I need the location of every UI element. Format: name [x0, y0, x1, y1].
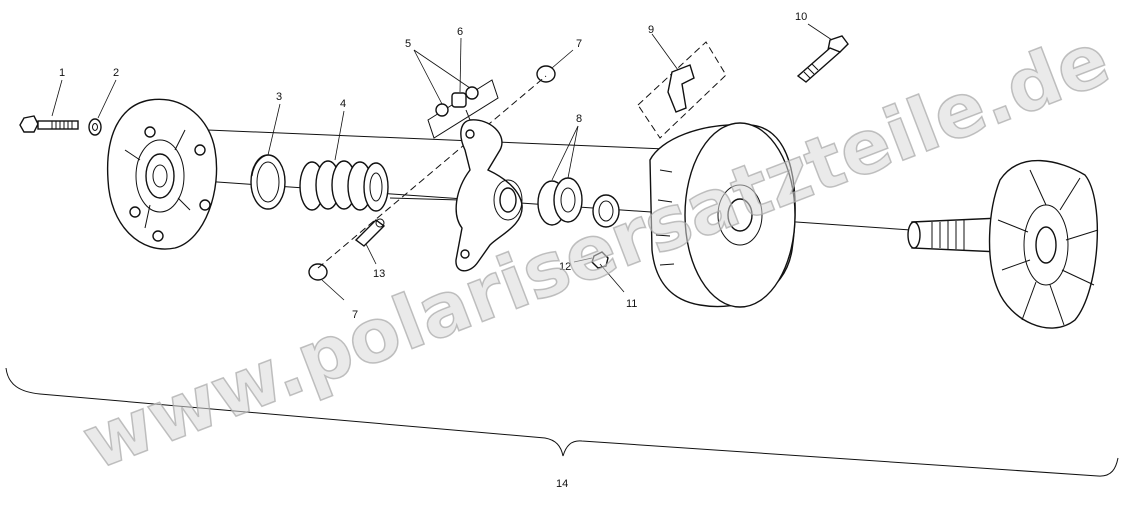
nut-part: [591, 251, 609, 269]
callout-2: 2: [113, 67, 119, 79]
end-cap-upper-part: [536, 65, 556, 83]
fixed-sheave-part: [907, 159, 1099, 329]
end-cap-lower-part: [308, 263, 328, 281]
callout-7-upper: 7: [576, 38, 582, 50]
callout-14: 14: [556, 478, 568, 490]
callout-labels: 1 2 3 4 5 6 7 7 8 9 10 11 12 13 14: [59, 11, 807, 490]
pin-dashed-axis: [317, 75, 547, 269]
callout-3: 3: [276, 91, 282, 103]
callout-4: 4: [340, 98, 346, 110]
cam-weight-part: [637, 41, 727, 139]
callout-8: 8: [576, 113, 582, 125]
roller-pin-part: [354, 218, 386, 247]
callout-5: 5: [405, 38, 411, 50]
bushing-ring-part: [250, 154, 286, 210]
movable-sheave-part: [649, 122, 796, 308]
callout-9: 9: [648, 24, 654, 36]
bushing-pair-part: [537, 177, 583, 226]
callout-7-lower: 7: [352, 309, 358, 321]
spider-part: [455, 119, 523, 272]
callout-13: 13: [373, 268, 385, 280]
assembly-brace: [5, 367, 1119, 477]
shaft-bushing-part: [592, 194, 620, 228]
long-bolt-part: [796, 35, 849, 83]
bolt-part: [19, 115, 79, 133]
clutch-cover-part: [106, 98, 218, 250]
washer-part: [88, 118, 102, 136]
roller-washer-group: [427, 79, 499, 139]
watermark-text: www.polarisersatzteile.de: [72, 16, 1121, 487]
callout-12: 12: [559, 261, 571, 273]
spring-part: [299, 160, 389, 212]
callout-10: 10: [795, 11, 807, 23]
callout-11: 11: [626, 298, 637, 310]
callout-1: 1: [59, 67, 65, 79]
leader-lines: [51, 23, 833, 301]
callout-6: 6: [457, 26, 463, 38]
